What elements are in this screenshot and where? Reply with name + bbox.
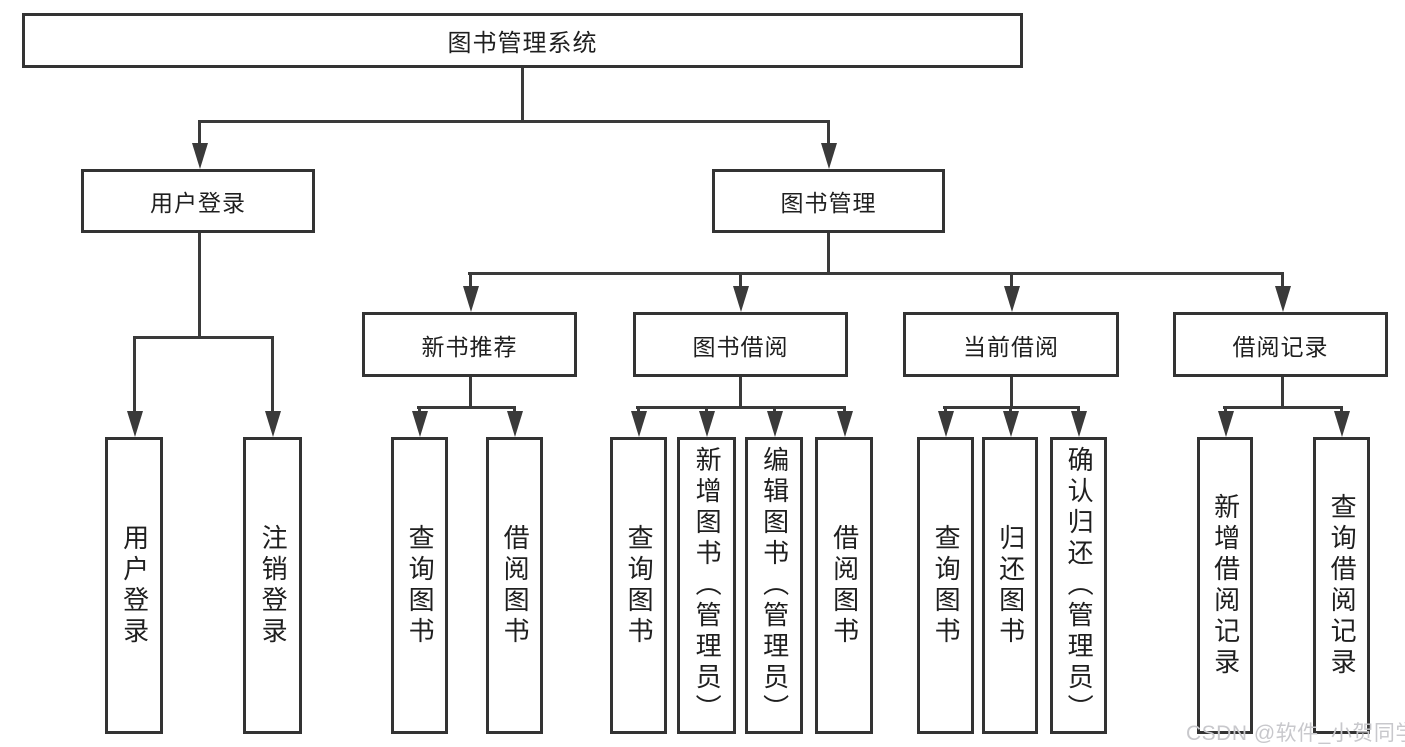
node-label: 查询图书 <box>405 523 436 648</box>
arrowhead-down <box>1010 272 1013 286</box>
node-add-borrow-record: 新增借阅记录 <box>1197 437 1253 734</box>
node-label: 确认归还（管理员） <box>1064 446 1095 725</box>
arrowhead-down <box>469 272 472 286</box>
arrowhead-down <box>1340 406 1343 411</box>
node-label: 新增图书（管理员） <box>692 446 723 725</box>
node-label: 归还图书 <box>995 523 1026 648</box>
node-label: 查询图书 <box>931 523 962 648</box>
connector-line <box>739 377 742 409</box>
arrowhead-down <box>513 406 516 411</box>
arrowhead-down <box>827 120 830 143</box>
node-current-borrowing: 当前借阅 <box>903 312 1119 377</box>
node-label: 用户登录 <box>119 523 150 648</box>
node-nb-borrow-books: 借阅图书 <box>486 437 543 734</box>
arrowhead-down <box>1281 272 1284 286</box>
node-cb-query-books: 查询图书 <box>917 437 974 734</box>
connector-line <box>469 377 472 409</box>
connector-line <box>1223 406 1343 409</box>
node-label: 查询图书 <box>624 523 655 648</box>
arrowhead-down <box>637 406 640 411</box>
node-label: 借阅记录 <box>1232 333 1329 360</box>
node-leaf-user-login: 用户登录 <box>105 437 163 734</box>
node-label: 借阅图书 <box>829 523 860 648</box>
node-label: 新增借阅记录 <box>1210 492 1241 679</box>
node-user-login: 用户登录 <box>81 169 315 233</box>
arrowhead-down <box>198 120 201 143</box>
node-cb-confirm-return-admin: 确认归还（管理员） <box>1050 437 1107 734</box>
connector-line <box>468 272 1284 275</box>
connector-line <box>1010 377 1013 409</box>
arrowhead-down <box>773 406 776 411</box>
node-label: 图书管理系统 <box>447 30 598 57</box>
node-bb-query-books: 查询图书 <box>610 437 667 734</box>
node-nb-query-books: 查询图书 <box>391 437 448 734</box>
node-label: 注销登录 <box>258 523 289 648</box>
node-label: 编辑图书（管理员） <box>759 446 790 725</box>
node-bb-add-books-admin: 新增图书（管理员） <box>677 437 736 734</box>
connector-line <box>133 336 274 339</box>
node-book-management: 图书管理 <box>712 169 945 233</box>
node-label: 借阅图书 <box>500 523 531 648</box>
node-label: 用户登录 <box>150 190 246 216</box>
arrowhead-down <box>271 336 274 411</box>
connector-line <box>198 120 830 123</box>
connector-line <box>1281 377 1284 409</box>
node-label: 图书管理 <box>780 190 877 216</box>
connector-line <box>198 233 201 339</box>
arrowhead-down <box>418 406 421 411</box>
arrowhead-down <box>843 406 846 411</box>
node-leaf-logout: 注销登录 <box>243 437 302 734</box>
node-bb-edit-books-admin: 编辑图书（管理员） <box>745 437 803 734</box>
arrowhead-down <box>739 272 742 286</box>
node-label: 当前借阅 <box>963 333 1059 360</box>
watermark-text: CSDN @软件_小贺同学 <box>1186 722 1405 745</box>
connector-line <box>636 406 846 409</box>
node-label: 查询借阅记录 <box>1327 492 1358 679</box>
arrowhead-down <box>944 406 947 411</box>
connector-line <box>417 406 516 409</box>
node-new-book-recommendation: 新书推荐 <box>362 312 577 377</box>
node-query-borrow-record: 查询借阅记录 <box>1313 437 1370 734</box>
node-bb-borrow-books: 借阅图书 <box>815 437 873 734</box>
node-library-management-system: 图书管理系统 <box>22 13 1023 68</box>
arrowhead-down <box>133 336 136 411</box>
node-book-borrowing: 图书借阅 <box>633 312 848 377</box>
node-borrowing-records: 借阅记录 <box>1173 312 1388 377</box>
arrowhead-down <box>705 406 708 411</box>
connector-line <box>521 68 524 120</box>
connector-line <box>827 233 830 275</box>
node-label: 新书推荐 <box>421 333 518 360</box>
arrowhead-down <box>1077 406 1080 411</box>
arrowhead-down <box>1009 406 1012 411</box>
arrowhead-down <box>1224 406 1227 411</box>
node-label: 图书借阅 <box>692 333 789 360</box>
node-cb-return-books: 归还图书 <box>982 437 1038 734</box>
